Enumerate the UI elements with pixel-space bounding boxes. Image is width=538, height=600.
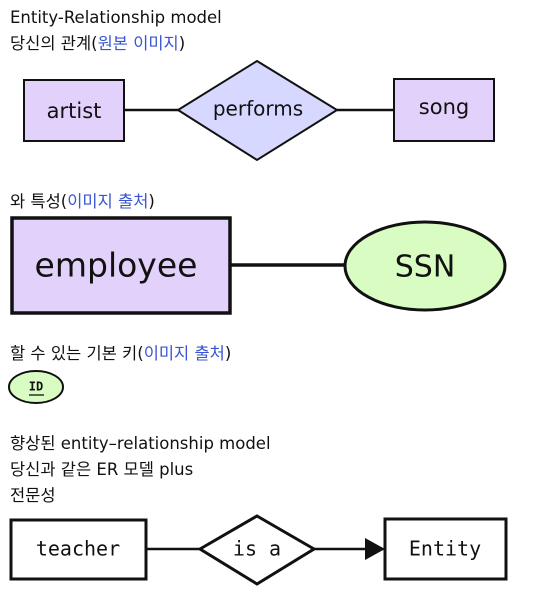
key-attribute-id-ellipse [8, 370, 64, 404]
section2-caption: 와 특성(이미지 출처) [10, 192, 155, 211]
arrow-head-icon [365, 538, 385, 560]
section1-title: Entity-Relationship model [10, 8, 222, 27]
entity-entity-label: Entity [409, 537, 481, 561]
section3-caption: 할 수 있는 기본 키(이미지 출처) [10, 344, 232, 363]
section1-caption: Entity-Relationship model 당신의 관계(원본 이미지) [10, 5, 222, 57]
image-source-link[interactable]: 이미지 출처 [143, 344, 225, 363]
entity-artist-box [23, 79, 125, 142]
er-diagram-key-attribute: ID [8, 370, 64, 404]
section4-line1: 향상된 entity–relationship model [10, 434, 271, 453]
attribute-ssn-label: SSN [395, 250, 456, 285]
original-image-link[interactable]: 원본 이미지 [97, 34, 179, 53]
section1-subtitle: 당신의 관계(원본 이미지) [10, 34, 186, 53]
er-diagram-relationship: artist performs song [23, 59, 495, 162]
key-attribute-id-label: ID [29, 380, 43, 394]
entity-employee-label: employee [35, 246, 198, 285]
image-source-link[interactable]: 이미지 출처 [67, 192, 149, 211]
section4-line3: 전문성 [10, 486, 56, 505]
entity-song-label: song [419, 95, 469, 119]
relationship-performs-label: performs [213, 97, 303, 121]
entity-employee-box [10, 216, 232, 315]
relationship-isa-diamond [197, 514, 317, 586]
entity-artist-label: artist [47, 99, 102, 123]
eer-diagram-specialization: teacher is a Entity [9, 514, 508, 586]
relationship-isa-label: is a [233, 537, 281, 561]
attribute-ssn-ellipse [343, 220, 507, 312]
entity-teacher-label: teacher [36, 537, 120, 561]
section4-line2: 당신과 같은 ER 모델 plus [10, 460, 194, 479]
section4-caption: 향상된 entity–relationship model 당신과 같은 ER … [10, 431, 271, 509]
entity-song-box [393, 78, 495, 142]
entity-entity-box [383, 517, 508, 581]
er-diagram-attribute: employee SSN [10, 216, 507, 315]
relationship-performs-diamond [176, 59, 339, 162]
entity-teacher-box [9, 518, 148, 581]
